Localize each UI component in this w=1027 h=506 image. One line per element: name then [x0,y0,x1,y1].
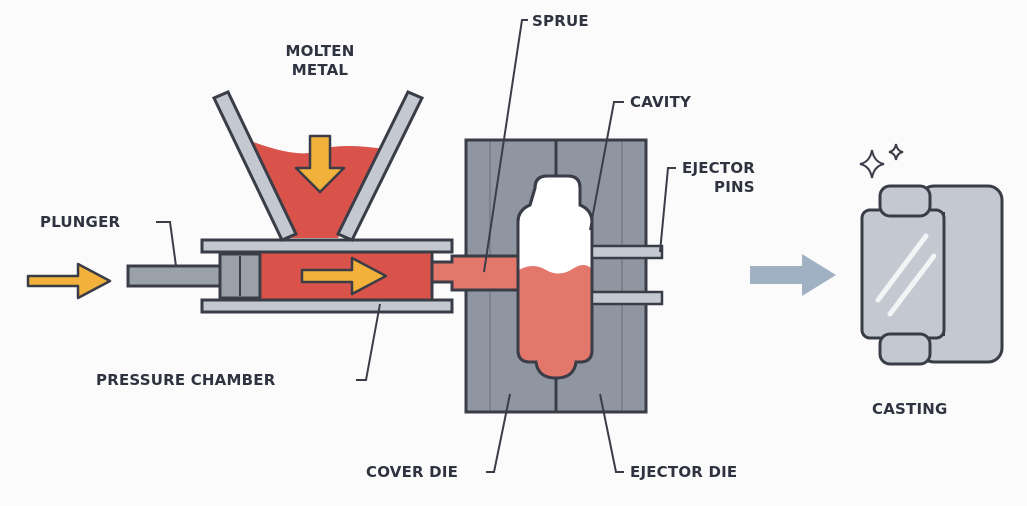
plunger-rod [126,264,224,288]
push-arrow-icon [26,262,112,300]
plunger-assembly [126,252,262,300]
ejector-pin-upper [590,244,664,260]
sleeve-wall-bottom [200,298,454,314]
pressure-chamber-label: PRESSURE CHAMBER [96,371,276,389]
cavity-outline [516,174,594,380]
casting-part [859,143,1004,366]
leader-ejector-die [599,393,624,473]
cavity-label: CAVITY [630,93,692,111]
leader-lines [156,19,676,473]
leader-cavity [589,101,624,231]
leader-ejector-pins [659,167,676,253]
leader-pressure-chamber [356,303,381,381]
casting-shine [875,233,937,317]
ejector-pins-label: EJECTOR PINS [682,159,755,197]
casting-bottom-lug [878,332,932,366]
sleeve-wall-top [200,238,454,254]
leader-plunger [156,221,177,267]
sprue-runner [428,254,520,292]
funnel-wall-left [211,90,299,242]
casting-label: CASTING [872,400,948,418]
sprue-label: SPRUE [532,12,589,30]
sparkle-large-icon [859,149,885,179]
molten-metal-label-line2: METAL [291,61,349,79]
ejector-pins-label-line2: PINS [714,178,755,196]
cavity-metal-fill [519,265,591,377]
funnel-wall-right [335,90,425,242]
sparkle-small-icon [888,143,904,161]
flow-arrow-icon [300,256,388,296]
ejector-pins-label-line1: EJECTOR [682,159,756,177]
cover-die-label: COVER DIE [366,463,459,481]
casting-front-block [860,208,946,340]
leader-sprue [483,19,528,273]
ejector-pin-lower [590,290,664,306]
flow-arrows [26,134,836,300]
pour-arrow-icon [294,134,346,194]
casting-top-lug [878,184,932,218]
leader-cover-die [486,393,511,473]
sprue-channel [428,254,520,292]
molten-metal-label-line1: MOLTEN [285,42,355,60]
molten-metal-label: MOLTEN METAL [270,42,370,80]
ejector-die-label: EJECTOR DIE [630,463,738,481]
output-arrow-icon [750,254,836,296]
plunger-label: PLUNGER [40,213,121,231]
die-assembly [464,138,664,414]
